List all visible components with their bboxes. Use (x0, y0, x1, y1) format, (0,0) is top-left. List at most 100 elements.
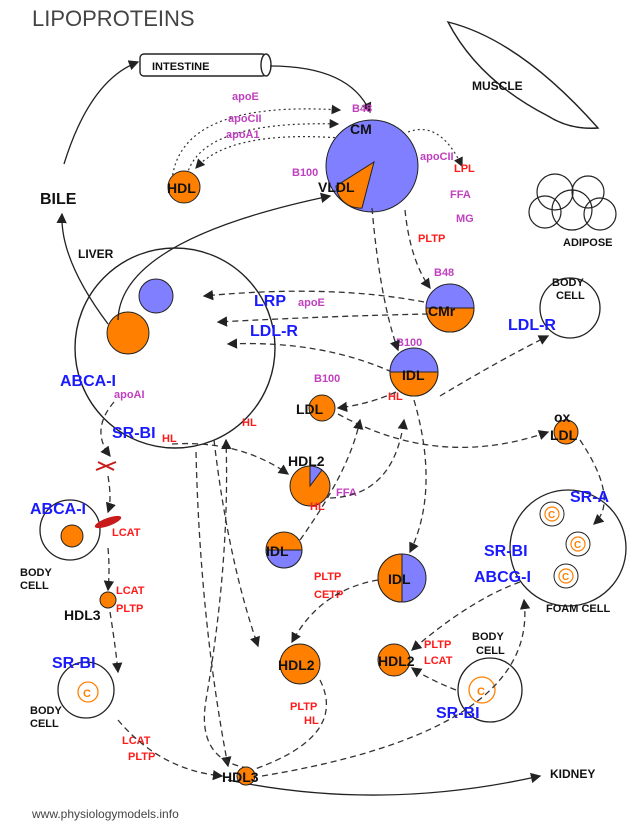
arrow-ldl-oxldl (337, 413, 550, 449)
body-cell-bottom-right (457, 657, 523, 723)
arrow-cell-hdl3-bottom (117, 719, 224, 781)
lcat-bottom-label: LCAT (122, 735, 151, 747)
idl-left-core (265, 549, 303, 569)
cholesterol-left (60, 524, 84, 548)
liver-hdl-particle (106, 311, 150, 355)
ldlr-liver-label: LDL-R (250, 323, 298, 340)
arrow-cell-hdl3 (103, 547, 115, 592)
cholesterol-foam-3 (558, 568, 574, 584)
cholesterol-bottom-left (77, 681, 99, 703)
pltp-bottom-left-label: PLTP (128, 751, 155, 763)
arrow-liver-hdl3 (195, 451, 232, 768)
abca1-transporter-shape (94, 515, 122, 529)
arrow-intestine-cm (269, 65, 372, 114)
apoE-lrp-label: apoE (298, 297, 325, 309)
lpl-label: LPL (454, 163, 475, 175)
liver-shape (74, 247, 276, 449)
cholesterol-foam-1 (544, 506, 560, 522)
hdl-disc-shape (95, 461, 117, 471)
hdl-top-label: HDL (167, 180, 196, 196)
b48-cmr-label: B48 (434, 267, 454, 279)
foam-cell-label: FOAM CELL (546, 603, 610, 615)
arrow-liver-vldl (117, 192, 332, 321)
arrow-hdl3-foam (261, 598, 531, 777)
hdl3-left-particle (99, 591, 117, 609)
arrow-hdl3-down (109, 611, 123, 674)
cm-label: CM (350, 121, 372, 137)
arc-apoA1 (195, 136, 341, 169)
body-cell-mid-label-2: CELL (476, 645, 505, 657)
body-cell-top (539, 277, 601, 339)
apoAI-liver-label: apoAI (114, 389, 145, 401)
mg-label: MG (456, 213, 474, 225)
arrow-idlleft-up (299, 418, 364, 541)
body-cell-bottom-left (57, 661, 115, 719)
b100-ldl-label: B100 (314, 373, 340, 385)
arrow-liver-apoai (100, 401, 115, 458)
cetp-mid-label: CETP (314, 589, 343, 601)
srbi-foam-label: SR-BI (484, 543, 528, 560)
arrow-liver-hdl2 (171, 442, 290, 475)
arrow-ldl-cell (439, 335, 550, 397)
ldl-particle (308, 394, 336, 422)
pltp-top-label: PLTP (418, 233, 445, 245)
arrow-idl-hdl2bl (291, 579, 379, 644)
c-foam-2-label: C (574, 540, 581, 551)
c-bottom-left-label: C (83, 688, 91, 700)
pltp-right-label: PLTP (424, 639, 451, 651)
ox-label: ox (554, 409, 571, 425)
hdl2-br-particle (377, 643, 411, 677)
hdl3-bottom-label: HDL3 (222, 769, 259, 785)
abca1-liver-label: ABCA-I (60, 373, 116, 390)
srbi-left-label: SR-BI (52, 655, 96, 672)
pltp-mid-label: PLTP (314, 571, 341, 583)
srbi-liver-label: SR-BI (112, 425, 156, 442)
arrow-cmr-liver2 (216, 313, 429, 327)
body-cell-left (39, 499, 101, 561)
arrow-idl-liver (226, 338, 393, 373)
vldl-label: VLDL (318, 179, 355, 195)
apoCII-right-label: apoCII (420, 151, 454, 163)
arrow-hdl3-kidney (227, 772, 542, 796)
hdl-top-particle (167, 170, 201, 204)
liver-label: LIVER (78, 247, 114, 261)
muscle-shape (446, 20, 600, 129)
apoCII-top-label: apoCII (228, 113, 262, 125)
body-cell-top-label-1: BODY (552, 277, 584, 289)
pltp-bottom-label: PLTP (290, 701, 317, 713)
hl-liver2-label: HL (242, 417, 257, 429)
c-bottom-right-label: C (477, 686, 485, 698)
ffa-top-label: FFA (450, 189, 471, 201)
hdl3-left-label: HDL3 (64, 607, 101, 623)
arrow-liver-hdl2bl (213, 439, 260, 648)
ldlr-cell-label: LDL-R (508, 317, 556, 334)
body-cell-bottom-label-1: BODY (30, 705, 62, 717)
foam-cell (509, 489, 627, 607)
b100-idl-label: B100 (396, 337, 422, 349)
arrow-cmr-lrp (202, 289, 425, 303)
abcg1-label: ABCG-I (474, 569, 531, 586)
ldl-label: LDL (296, 401, 324, 417)
arrow-oxldl-foam (579, 439, 605, 525)
idl-right-label: IDL (388, 571, 411, 587)
arrow-foam-hdl2 (411, 581, 521, 651)
c-left-label: C (67, 532, 75, 544)
hdl2-bl-particle (279, 643, 321, 685)
foam-vesicle-1 (539, 501, 565, 527)
muscle-label: MUSCLE (472, 79, 523, 93)
body-cell-mid-label-1: BODY (472, 631, 504, 643)
lcat-cell-label: LCAT (112, 527, 141, 539)
arrow-hdl2-hdl3 (238, 679, 328, 777)
hl-bottom-label: HL (304, 715, 319, 727)
lcat-right-label: LCAT (424, 655, 453, 667)
foam-vesicle-2 (565, 531, 591, 557)
kidney-label: KIDNEY (550, 767, 595, 781)
body-cell-left-label-2: CELL (20, 580, 49, 592)
body-cell-left-label-1: BODY (20, 567, 52, 579)
apoA1-top-label: apoA1 (226, 129, 260, 141)
c-foam-1-label: C (548, 510, 555, 521)
idl-right-core (377, 553, 403, 603)
diagram-title: LIPOPROTEINS (32, 6, 195, 31)
idl-left-label: IDL (266, 543, 289, 559)
abca1-cell-label: ABCA-I (30, 501, 86, 518)
